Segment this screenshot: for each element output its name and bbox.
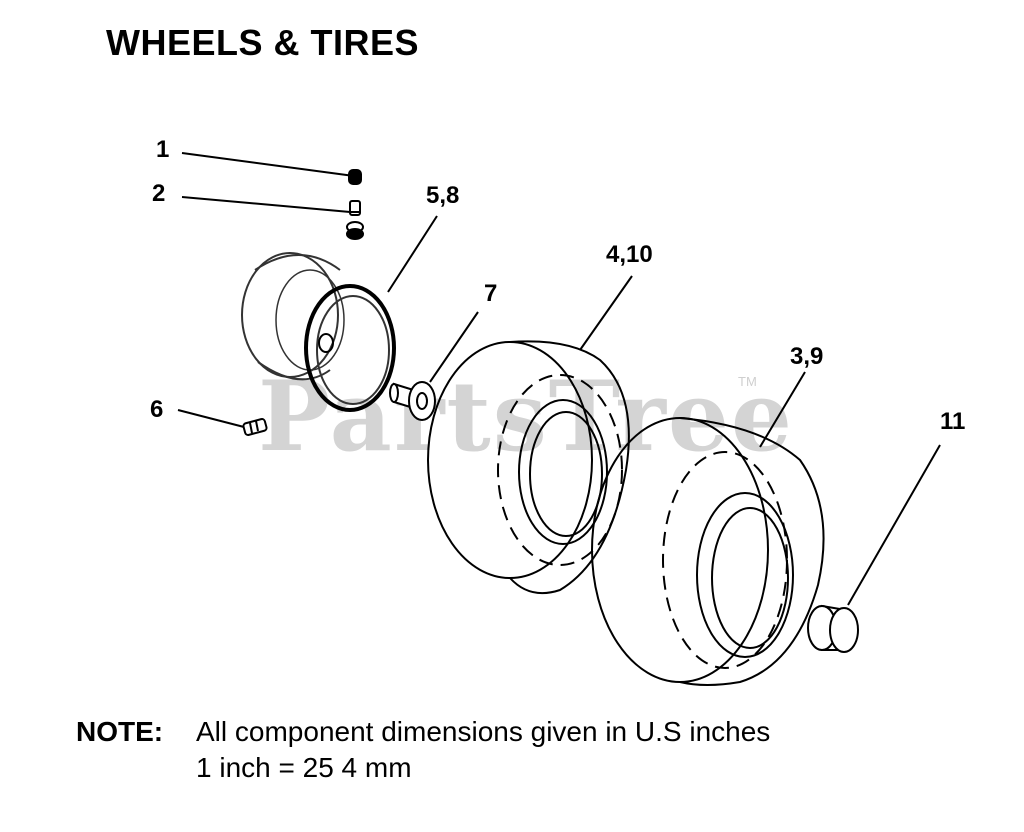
callout-6: 6 — [150, 396, 164, 423]
note-line-1: All component dimensions given in U.S in… — [196, 716, 771, 747]
front-tire-part — [427, 340, 630, 594]
callout-4-10: 4,10 — [606, 241, 653, 268]
callout-11: 11 — [940, 408, 966, 435]
rear-tire-part — [591, 417, 825, 686]
bushing-part — [389, 381, 436, 421]
leader-line-2 — [181, 196, 351, 213]
callout-3-9: 3,9 — [790, 343, 824, 370]
callout-2: 2 — [152, 180, 166, 207]
trademark-mark: TM — [738, 374, 757, 389]
leader-line-1 — [181, 152, 355, 177]
note-line-2: 1 inch = 25 4 mm — [196, 752, 412, 783]
leader-line-39 — [759, 371, 806, 448]
leader-line-7 — [429, 311, 479, 383]
leader-line-11 — [847, 444, 941, 606]
callout-5-8: 5,8 — [426, 182, 460, 209]
leader-line-410 — [579, 275, 633, 351]
leader-line-58 — [387, 215, 438, 293]
callout-7: 7 — [484, 280, 498, 307]
watermark: PartsTree — [258, 360, 794, 473]
valve-stem-part — [346, 200, 364, 240]
bolt-part — [242, 418, 268, 436]
note-label: NOTE: — [76, 716, 164, 747]
page-title: WHEELS & TIRES — [106, 22, 420, 63]
leader-line-6 — [177, 409, 245, 428]
valve-cap-part — [348, 169, 362, 185]
hub-cap-part — [807, 604, 859, 653]
callout-1: 1 — [156, 136, 170, 163]
wheel-rim-part — [241, 252, 396, 412]
